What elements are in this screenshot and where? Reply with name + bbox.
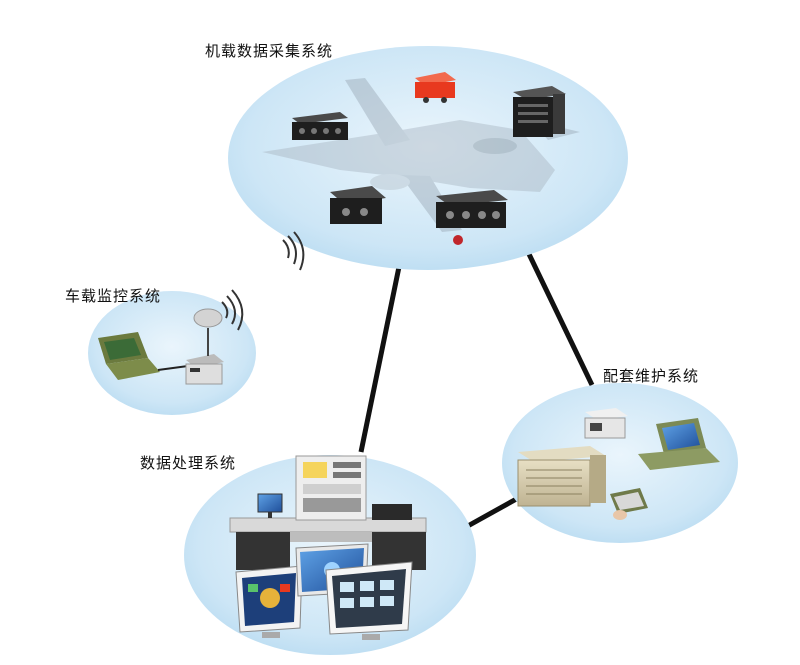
data-acquisition-black-device xyxy=(436,190,508,245)
data-recorder-black-device-1 xyxy=(292,112,348,140)
dataprocessing-system-label: 数据处理系统 xyxy=(140,454,237,472)
vehicle-control-unit-icon xyxy=(185,354,224,385)
link-airborne-support xyxy=(525,250,595,387)
instrument-rack-cabinet xyxy=(295,455,367,521)
industrial-computer-icon xyxy=(517,446,606,507)
connection-lines xyxy=(358,250,595,530)
test-instrument-icon xyxy=(584,408,628,439)
equipment-on-desk-icon xyxy=(372,504,412,520)
vehicle-cable xyxy=(157,365,189,371)
software-window-right xyxy=(325,561,413,640)
wireless-signal-icon-airborne xyxy=(282,231,305,271)
link-airborne-dataprocessing xyxy=(358,261,403,453)
link-dataprocessing-support xyxy=(464,494,522,530)
vehicle-system-label: 车载监控系统 xyxy=(65,287,162,305)
wireless-signal-icon-vehicle xyxy=(221,289,244,331)
red-sensor-unit xyxy=(415,72,456,103)
data-recorder-black-device-2 xyxy=(330,186,386,224)
rugged-laptop-icon xyxy=(98,332,160,380)
support-system-label: 配套维护系统 xyxy=(603,367,700,385)
handheld-terminal-icon xyxy=(610,488,648,520)
antenna-dome-icon xyxy=(193,308,223,328)
desktop-monitor-icon xyxy=(257,493,283,518)
software-window-left xyxy=(235,565,303,638)
maintenance-laptop-icon xyxy=(638,418,720,470)
airborne-system-label: 机载数据采集系统 xyxy=(205,42,334,60)
rack-chassis-device xyxy=(513,86,566,137)
